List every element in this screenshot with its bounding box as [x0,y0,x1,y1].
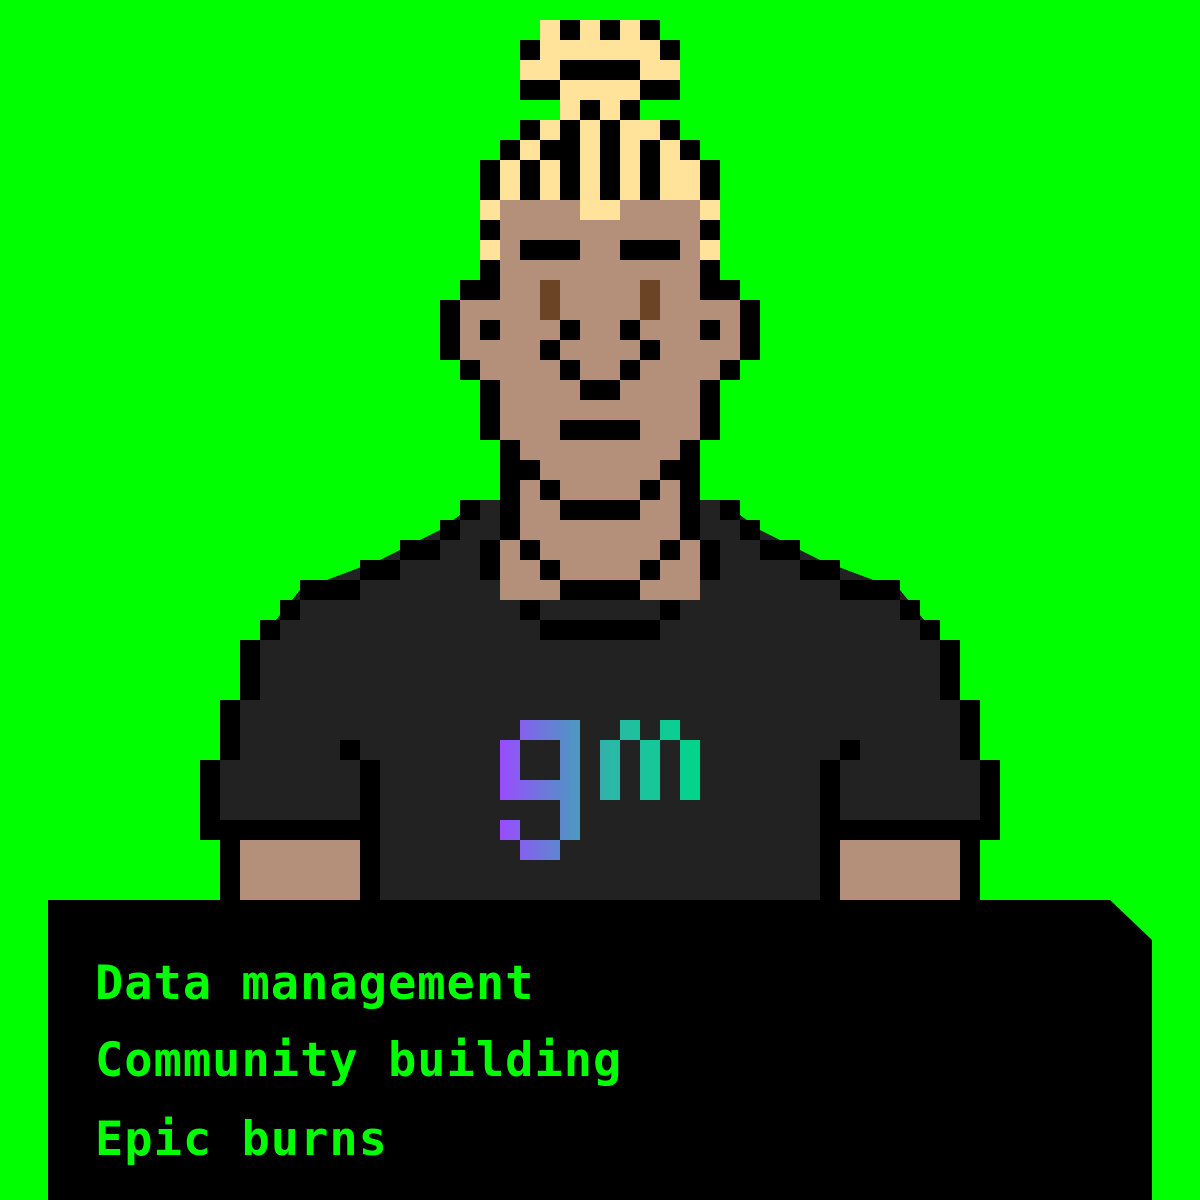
skill-item: Community building [95,1033,623,1088]
shirt [220,500,980,900]
gm-logo [500,720,700,860]
arms [240,840,960,900]
shirt-outline [200,500,1000,900]
face [440,200,760,460]
skills-panel: Data management Community building Epic … [48,900,1152,1200]
hair [480,20,720,260]
skill-item: Epic burns [95,1112,388,1167]
neck [500,440,700,600]
skill-item: Data management [95,956,535,1011]
